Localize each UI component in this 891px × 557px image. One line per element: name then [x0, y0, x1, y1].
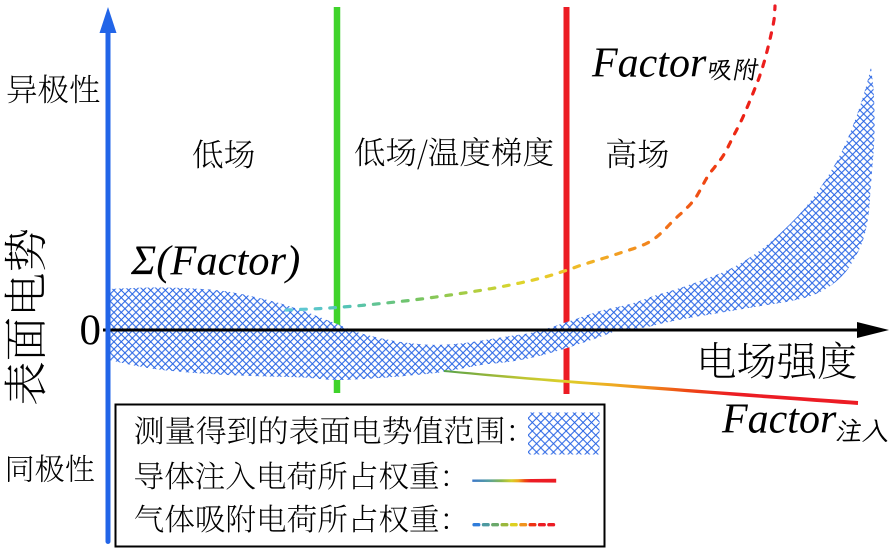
svg-text:Factor: Factor: [591, 41, 707, 87]
svg-text:Factor: Factor: [721, 397, 837, 443]
svg-text:Σ(Factor): Σ(Factor): [130, 238, 300, 285]
svg-text:0: 0: [80, 307, 102, 354]
